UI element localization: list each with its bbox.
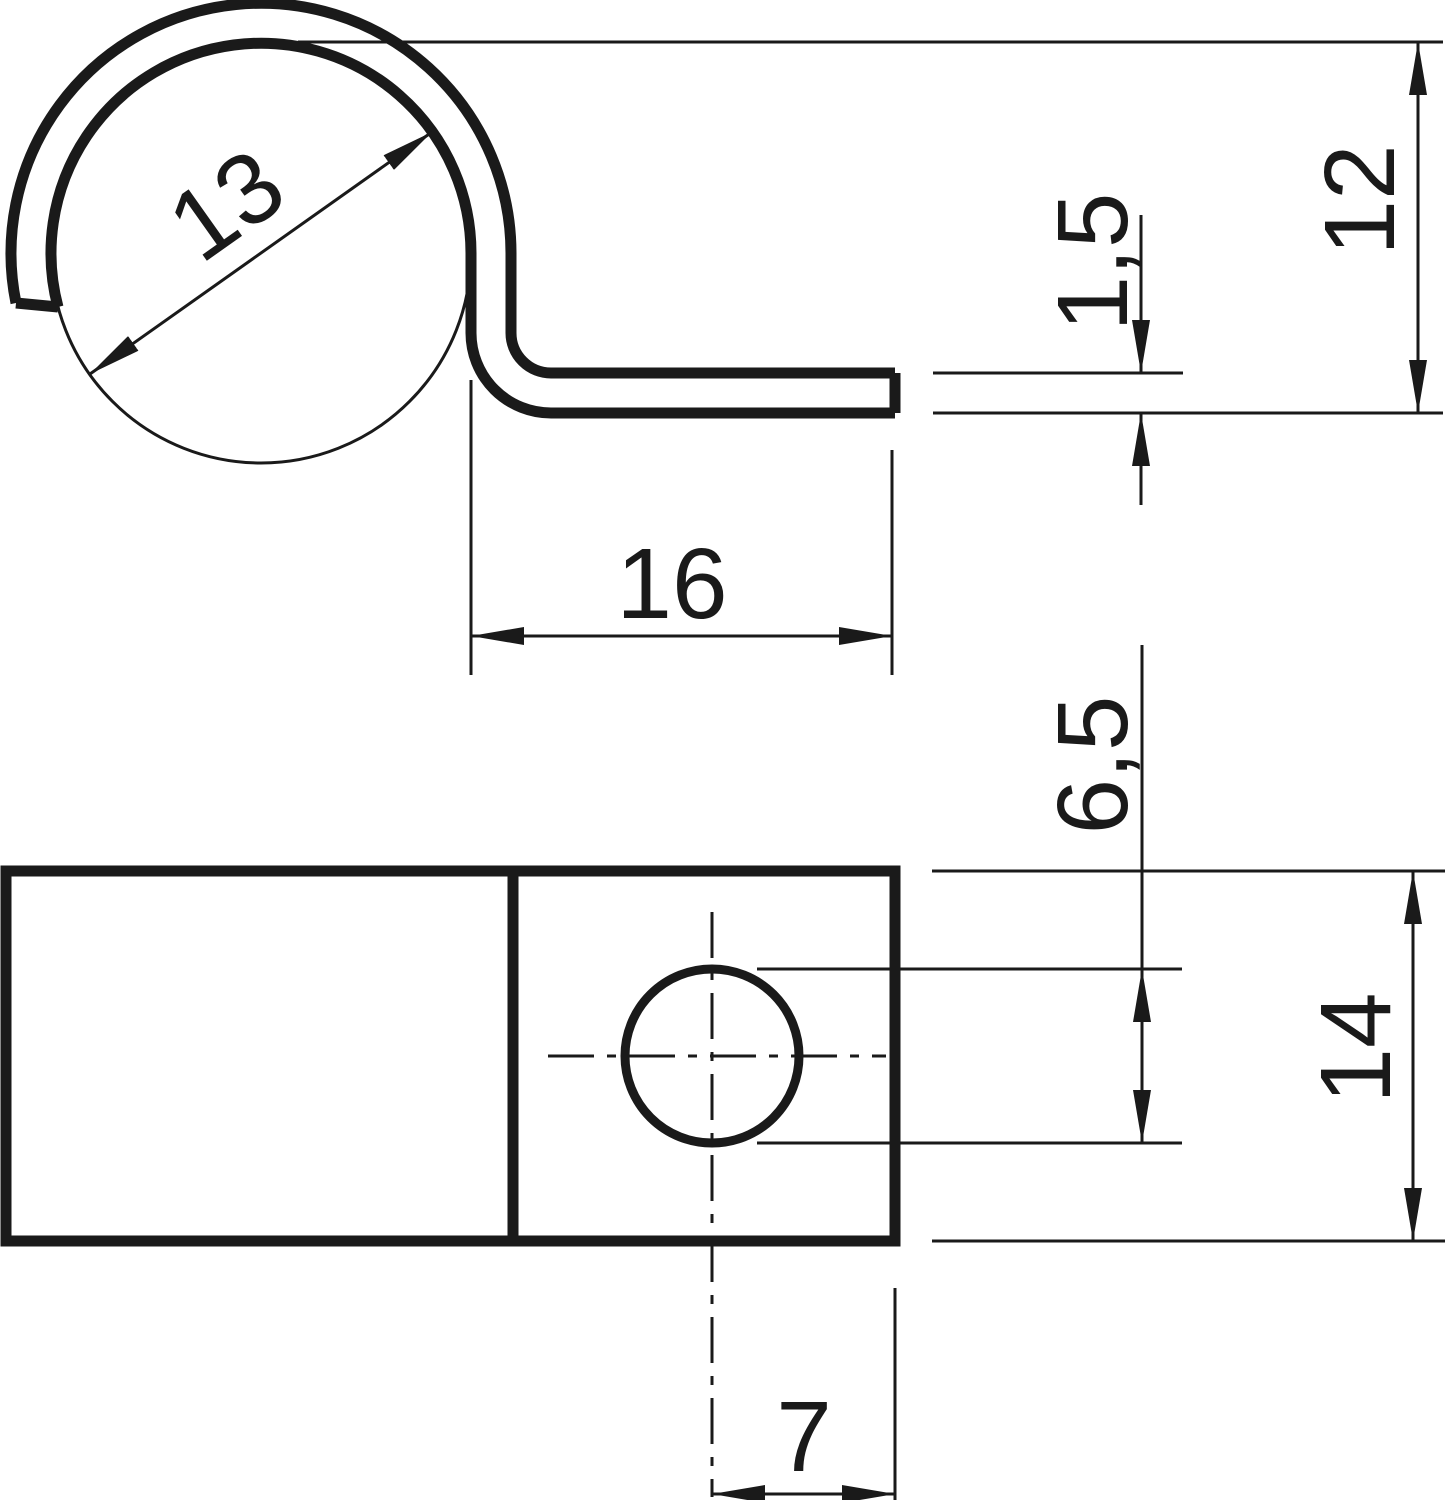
side-view: 13 12 1,5 16 xyxy=(5,0,1443,675)
diameter-dimension-label: 13 xyxy=(149,127,305,283)
width-dimension-label: 14 xyxy=(1300,992,1412,1103)
dimension-material-thickness: 1,5 xyxy=(933,192,1183,505)
diameter-dimension-line xyxy=(89,130,433,376)
dimension-hole-diameter: 6,5 xyxy=(757,645,1182,1145)
dimension-hole-offset: 7 xyxy=(712,1288,897,1500)
dimension-strip-width: 14 xyxy=(932,869,1445,1243)
clamp-band-inner-edge xyxy=(45,37,895,419)
foot-length-dimension-label: 16 xyxy=(616,528,727,640)
dimension-total-height: 12 xyxy=(298,40,1443,415)
band-end-cap xyxy=(15,297,59,313)
hole-diameter-dimension-label: 6,5 xyxy=(1037,695,1149,834)
thickness-dimension-label: 1,5 xyxy=(1037,192,1149,331)
clamp-band-outer-edge xyxy=(5,0,895,379)
offset-dimension-label: 7 xyxy=(776,1381,832,1493)
dimension-clamp-diameter: 13 xyxy=(89,127,433,376)
plan-view: 6,5 14 7 xyxy=(0,645,1445,1500)
height-dimension-label: 12 xyxy=(1304,144,1416,255)
plate-outline xyxy=(0,865,901,1247)
dimension-foot-length: 16 xyxy=(469,380,894,675)
